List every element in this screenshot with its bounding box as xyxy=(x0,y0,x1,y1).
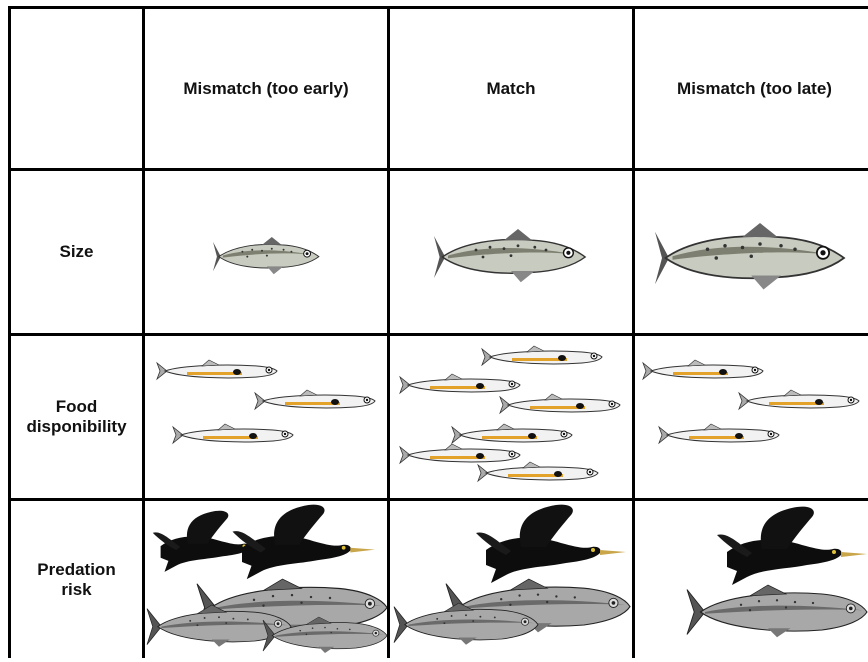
header-mismatch-late: Mismatch (too late) xyxy=(635,9,868,168)
predation-match-cell xyxy=(390,501,632,658)
predation-late-scene xyxy=(686,506,868,638)
corner-cell xyxy=(11,9,142,168)
juvenile-salmon-icon xyxy=(654,222,845,291)
food-match-cell xyxy=(390,336,632,498)
row-label-size: Size xyxy=(11,171,142,333)
row-label-predation-line1: Predation xyxy=(37,559,116,579)
row-label-food: Food disponibility xyxy=(11,336,142,498)
predation-early-cell xyxy=(145,501,387,658)
comparison-table: Mismatch (too early) Match Mismatch (too… xyxy=(8,6,868,658)
header-mismatch-early: Mismatch (too early) xyxy=(145,9,387,168)
predation-early-scene xyxy=(146,504,387,654)
size-late-cell xyxy=(635,171,868,333)
header-match: Match xyxy=(390,9,632,168)
row-label-food-line2: disponibility xyxy=(26,417,127,436)
food-early-cell xyxy=(145,336,387,498)
predation-late-cell xyxy=(635,501,868,658)
small-prey-fish-icon xyxy=(642,359,860,444)
cormorant-icon xyxy=(717,506,867,585)
row-label-predation: Predation risk xyxy=(11,501,142,658)
juvenile-salmon-icon xyxy=(212,236,320,275)
size-match-cell xyxy=(390,171,632,333)
row-label-food-line1: Food xyxy=(55,397,98,417)
small-prey-fish-icon xyxy=(156,359,376,444)
cormorant-icon xyxy=(476,504,626,583)
predation-match-scene xyxy=(393,504,631,646)
juvenile-salmon-icon xyxy=(433,228,586,283)
predatory-fish-icon xyxy=(686,584,868,638)
row-label-predation-line2: risk xyxy=(61,579,92,599)
size-early-cell xyxy=(145,171,387,333)
food-late-cell xyxy=(635,336,868,498)
cormorant-icon xyxy=(232,504,375,580)
small-prey-fish-icon xyxy=(399,345,621,482)
